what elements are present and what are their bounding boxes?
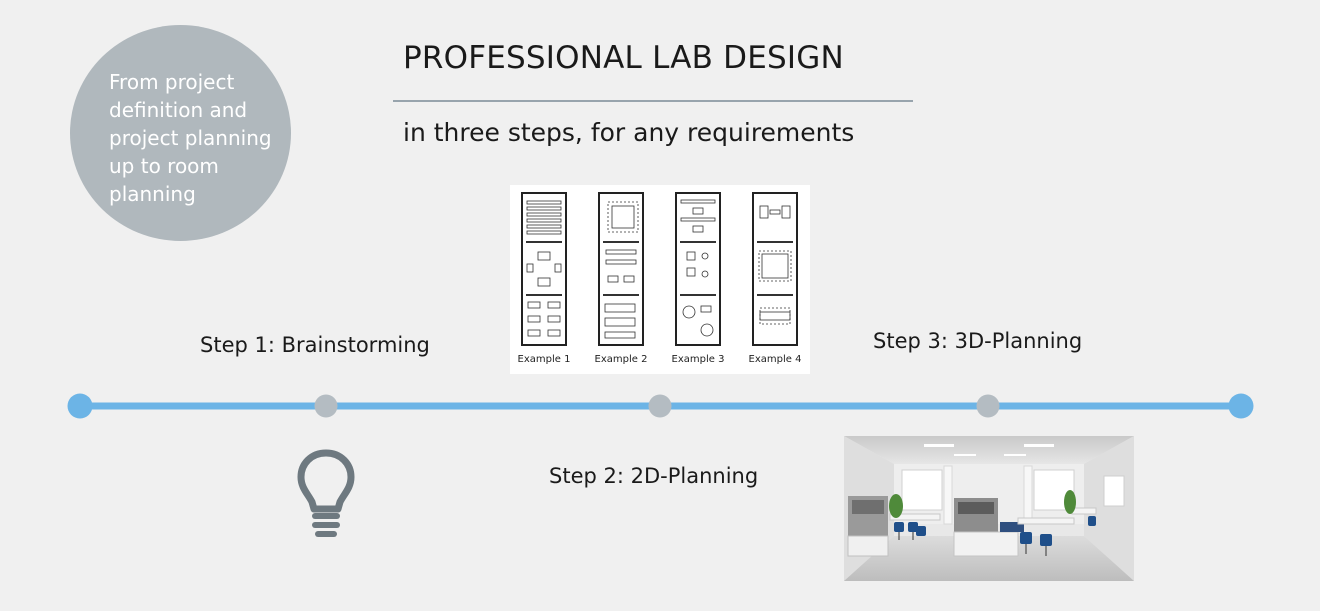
timeline-milestone-2 <box>648 394 672 418</box>
page-title: PROFESSIONAL LAB DESIGN <box>403 40 844 76</box>
floor-plan-1-caption: Example 1 <box>517 354 571 365</box>
title-divider <box>393 100 913 102</box>
step-1-label: Step 1: Brainstorming <box>200 333 430 357</box>
timeline-end-dot <box>1228 393 1254 419</box>
floor-plan-3-caption: Example 3 <box>671 354 725 365</box>
timeline-milestone-3 <box>976 394 1000 418</box>
timeline-start-dot <box>67 393 93 419</box>
floor-plan-3 <box>675 192 721 346</box>
floor-plan-4 <box>752 192 798 346</box>
intro-text: From project definition and project plan… <box>109 70 272 206</box>
page-subtitle: in three steps, for any requirements <box>403 118 855 147</box>
intro-circle <box>70 25 291 241</box>
floor-plan-2 <box>598 192 644 346</box>
floor-plan-examples: Example 1 Example 2 Example 3 <box>510 185 810 374</box>
step-2-label: Step 2: 2D-Planning <box>549 464 759 488</box>
floor-plan-1 <box>521 192 567 346</box>
lab-3d-render <box>844 436 1134 581</box>
lightbulb-icon <box>297 449 355 537</box>
floor-plan-2-caption: Example 2 <box>594 354 648 365</box>
step-3-label: Step 3: 3D-Planning <box>873 329 1083 353</box>
timeline-milestone-1 <box>314 394 338 418</box>
floor-plan-4-caption: Example 4 <box>748 354 802 365</box>
